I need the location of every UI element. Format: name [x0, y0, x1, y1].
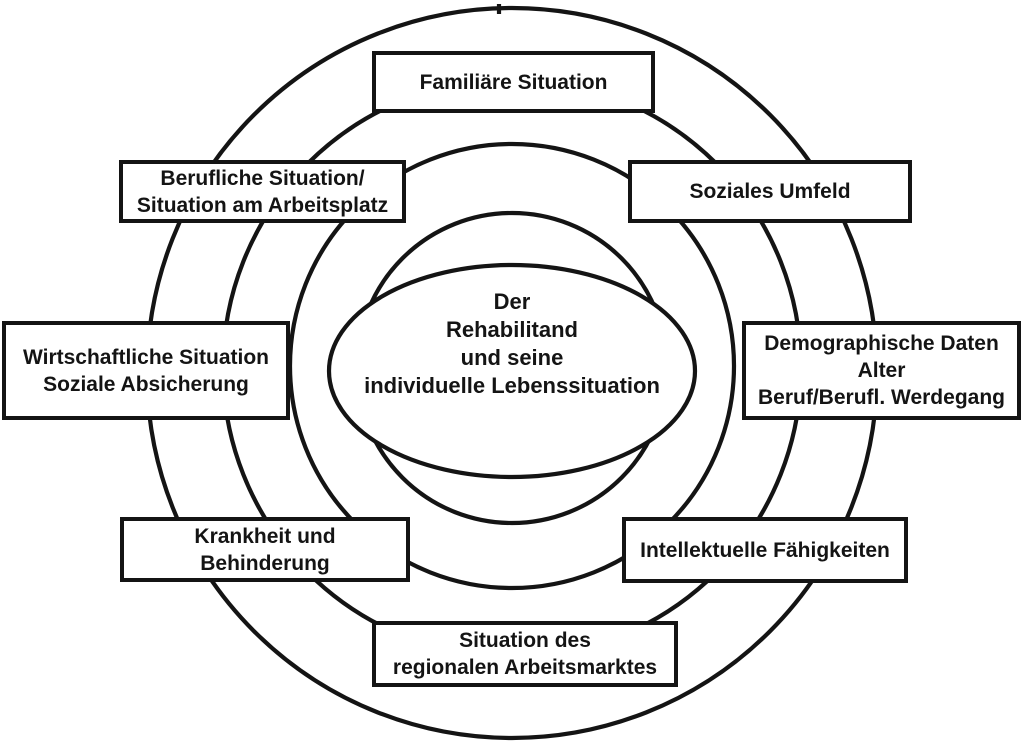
- center-label-line: Rehabilitand: [445, 317, 578, 342]
- node-label-line: Demographische Daten: [764, 332, 999, 355]
- node-familiaere-situation: Familiäre Situation: [372, 51, 655, 113]
- node-label-line: Intellektuelle Fähigkeiten: [640, 538, 890, 562]
- node-label-line: Beruf/Berufl. Werdegang: [758, 386, 1005, 409]
- center-label-line: Der: [493, 289, 531, 314]
- third-circle: [287, 141, 737, 591]
- node-label-line: Soziales Umfeld: [689, 180, 851, 203]
- node-label-line: Berufliche Situation/: [160, 166, 365, 190]
- node-label-line: Situation des: [459, 629, 591, 652]
- center-label-line: individuelle Lebenssituation: [364, 373, 660, 398]
- node-soziales-umfeld: Soziales Umfeld: [628, 160, 912, 223]
- node-berufliche-situation: Berufliche Situation/ Situation am Arbei…: [119, 160, 406, 223]
- center-label: Der Rehabilitand und seine individuelle …: [312, 288, 712, 400]
- center-label-line: und seine: [460, 345, 564, 370]
- node-demographische-daten: Demographische Daten Alter Beruf/Berufl.…: [742, 321, 1021, 420]
- node-label-line: Krankheit und: [194, 524, 336, 548]
- node-wirtschaftliche-situation: Wirtschaftliche Situation Soziale Absich…: [2, 321, 290, 420]
- node-label-line: Behinderung: [200, 551, 330, 575]
- node-intellektuelle-faehigkeiten: Intellektuelle Fähigkeiten: [622, 517, 908, 583]
- node-label-line: Alter: [857, 359, 906, 382]
- node-label-line: Wirtschaftliche Situation: [22, 345, 269, 369]
- node-label-line: Situation am Arbeitsplatz: [136, 193, 389, 217]
- node-label-line: regionalen Arbeitsmarktes: [392, 656, 658, 679]
- node-label-line: Familiäre Situation: [419, 70, 608, 94]
- node-situation-arbeitsmarkt: Situation des regionalen Arbeitsmarktes: [372, 621, 678, 687]
- node-label-line: Soziale Absicherung: [43, 372, 249, 396]
- node-krankheit-behinderung: Krankheit und Behinderung: [120, 517, 410, 582]
- core-ellipse: [326, 262, 698, 480]
